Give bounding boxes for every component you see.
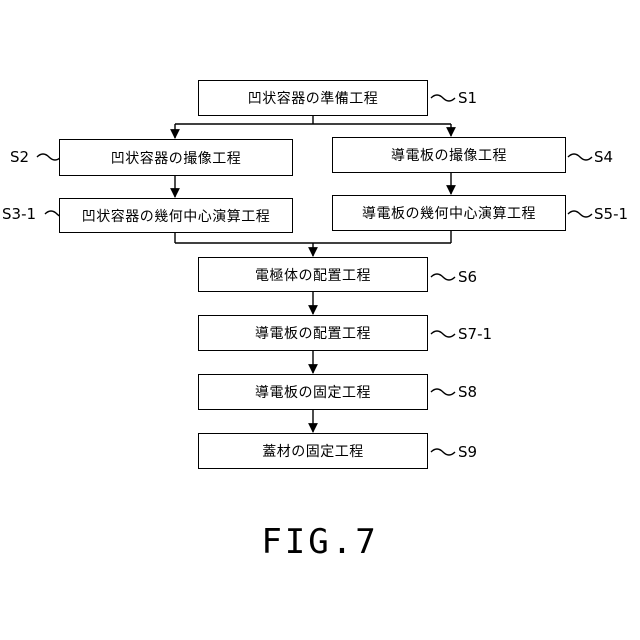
step-s5-1-box: 導電板の幾何中心演算工程 — [332, 195, 566, 231]
label-s7-1: S7-1 — [458, 325, 492, 343]
label-s3-1: S3-1 — [2, 205, 36, 223]
figure-caption: FIG.7 — [0, 522, 640, 562]
step-s6-box: 電極体の配置工程 — [198, 257, 428, 292]
step-s3-1-box: 凹状容器の幾何中心演算工程 — [59, 198, 293, 233]
step-s1-box: 凹状容器の準備工程 — [198, 80, 428, 116]
leader-s7-1 — [431, 331, 455, 337]
label-s6: S6 — [458, 268, 477, 286]
leader-s4 — [568, 154, 592, 160]
leader-s1 — [431, 95, 455, 101]
step-s4-box: 導電板の撮像工程 — [332, 137, 566, 173]
step-s8-box: 導電板の固定工程 — [198, 374, 428, 410]
step-s2-box: 凹状容器の撮像工程 — [59, 139, 293, 176]
leader-s2 — [37, 154, 61, 160]
label-s5-1: S5-1 — [594, 205, 628, 223]
label-s8: S8 — [458, 383, 477, 401]
label-s4: S4 — [594, 148, 613, 166]
step-s9-box: 蓋材の固定工程 — [198, 433, 428, 469]
leader-s9 — [431, 449, 455, 455]
leader-s5-1 — [568, 211, 592, 217]
label-s2: S2 — [10, 148, 29, 166]
label-s9: S9 — [458, 443, 477, 461]
leader-s6 — [431, 274, 455, 280]
label-s1: S1 — [458, 89, 477, 107]
step-s7-1-box: 導電板の配置工程 — [198, 315, 428, 351]
leader-s8 — [431, 389, 455, 395]
